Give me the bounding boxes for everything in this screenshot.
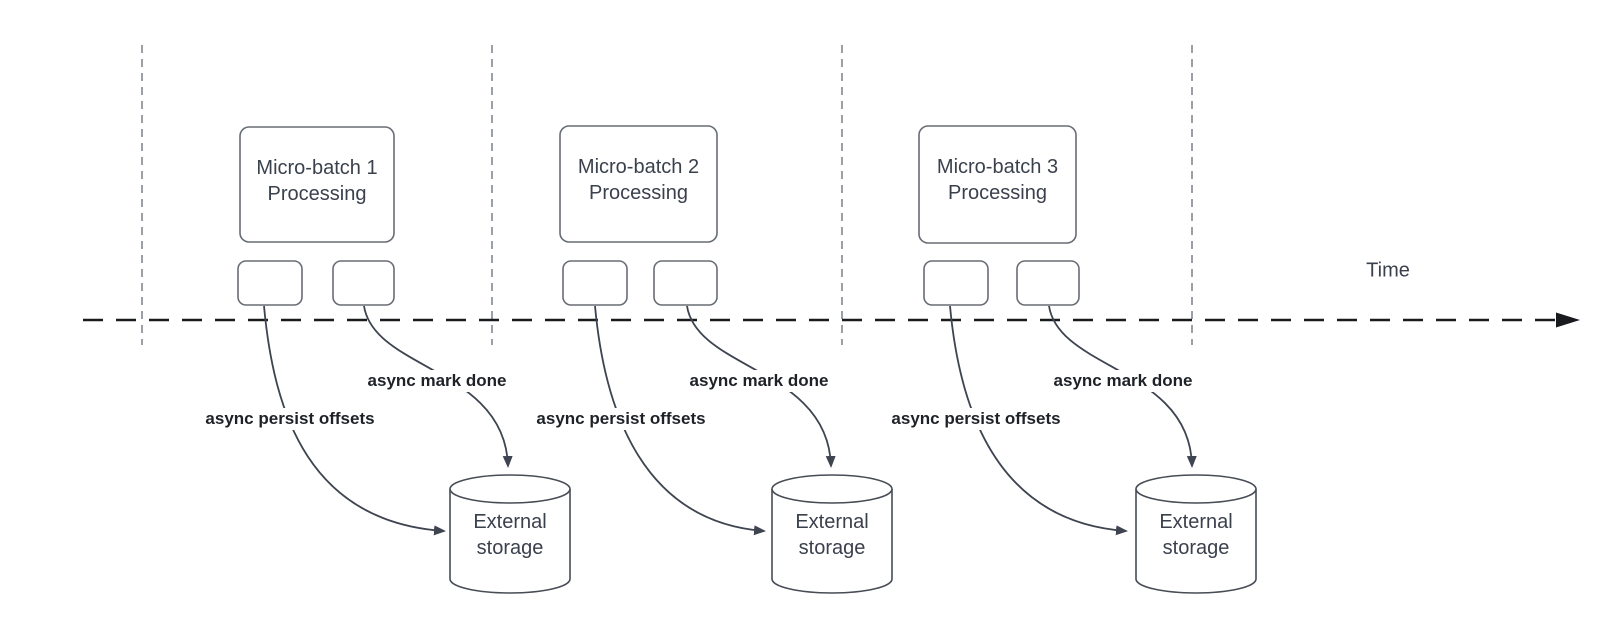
batch-1-persist-offsets-arrow [263, 305, 446, 536]
batch-2-storage-cylinder-body [771, 489, 893, 594]
batch-1-storage-cylinder-top [449, 474, 571, 504]
batch-1-processing-box [239, 126, 395, 243]
batch-2-persist-offsets-label: async persist offsets [533, 408, 709, 430]
batch-3-storage-cylinder-body [1135, 489, 1257, 594]
batch-3-persist-offsets-arrow [949, 305, 1128, 536]
batch-1-task-box-right [332, 260, 395, 306]
batch-3-storage-cylinder-top [1135, 474, 1257, 504]
batch-2-storage-cylinder-top [771, 474, 893, 504]
batch-3-persist-offsets-label: async persist offsets [888, 408, 1064, 430]
batch-3-processing-box [918, 125, 1077, 244]
batch-1-task-box-left [237, 260, 303, 306]
batch-3-task-box-right [1016, 260, 1080, 306]
batch-2-task-box-left [562, 260, 628, 306]
batch-2-task-box-right [653, 260, 718, 306]
batch-3-mark-done-label: async mark done [1050, 370, 1196, 392]
batch-1-mark-done-label: async mark done [364, 370, 510, 392]
batch-1-persist-offsets-label: async persist offsets [202, 408, 378, 430]
batch-2-mark-done-label: async mark done [686, 370, 832, 392]
time-label: Time [1366, 259, 1410, 282]
batch-2-persist-offsets-arrow [594, 305, 766, 536]
time-axis-arrowhead [1556, 312, 1580, 328]
batch-1-storage-cylinder-body [449, 489, 571, 594]
batch-3-task-box-left [923, 260, 989, 306]
batch-2-processing-box [559, 125, 718, 243]
